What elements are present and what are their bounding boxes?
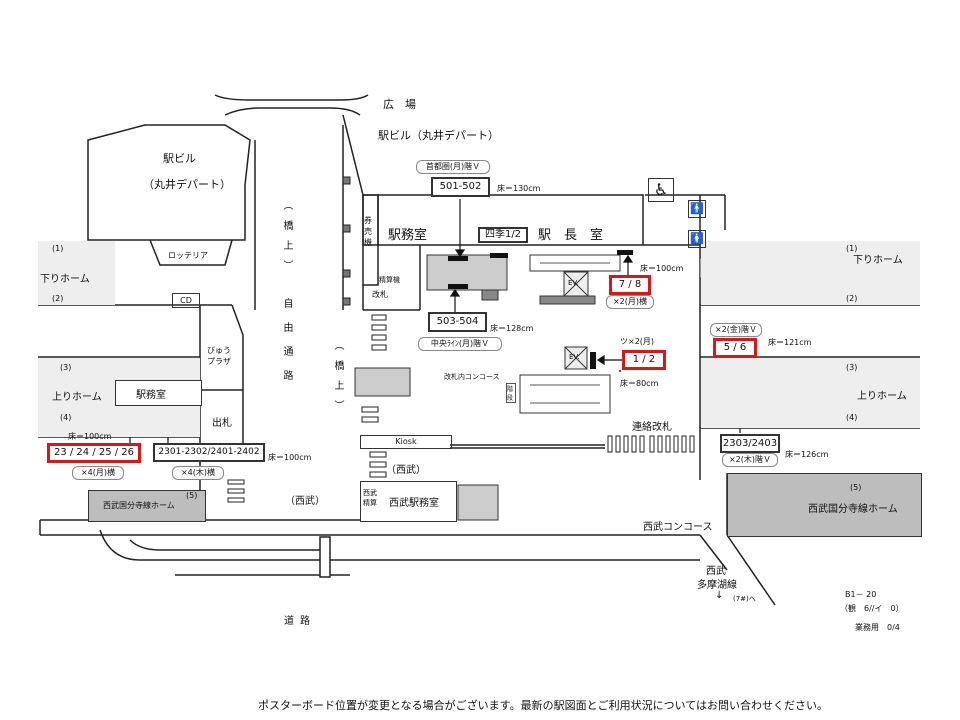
road-label: 道路 <box>284 616 316 627</box>
poster-board-2303[interactable]: 2303/2403 <box>720 434 780 453</box>
track-number: (2) <box>52 294 64 303</box>
track-number: (2) <box>846 294 858 303</box>
station-office-label: 駅務室 <box>136 390 166 401</box>
seibu-concourse-label: 西武コンコース <box>643 522 713 533</box>
floor-height: 床＝80cm <box>620 379 659 388</box>
track-number: (1) <box>846 244 858 253</box>
board-note: ツ×2(月) <box>620 337 655 346</box>
toilet-icon: 🚺 <box>688 230 706 248</box>
floor-height: 床＝130cm <box>497 184 541 193</box>
station-office-left: 駅務室 <box>115 380 202 406</box>
board-note: ×4(月)横 <box>72 466 124 480</box>
platform-name: 下りホーム <box>40 274 90 285</box>
station-office-label: 駅務室 <box>388 228 428 243</box>
view-plaza-label: びゅうプラザ <box>207 346 231 366</box>
building-label: 駅ビル（丸井デパート） <box>378 129 499 142</box>
board-note: 首都圏(月)階Ｖ <box>416 160 490 174</box>
platform-name: 上りホーム <box>857 391 907 402</box>
board-note: ×2(木)階Ｖ <box>722 453 778 467</box>
board-note: ×4(木)横 <box>172 466 224 480</box>
elevator-label: EV. <box>568 279 579 287</box>
track-number: (3) <box>60 363 72 372</box>
track-number: (3) <box>846 363 858 372</box>
track-number: (1) <box>52 244 64 253</box>
free-passage-label: 自由通路 <box>281 298 292 394</box>
poster-board-501[interactable]: 501-502 <box>431 177 490 197</box>
left-building-name: 駅ビル <box>163 152 196 165</box>
shop-lotteria: ロッテリア <box>168 251 208 260</box>
track-number: (5) <box>186 491 198 500</box>
station-master-label: 駅 長 室 <box>538 228 604 243</box>
poster-board-1-2[interactable]: 1 / 2 <box>622 350 666 370</box>
floor-height: 床＝126cm <box>785 450 829 459</box>
concourse-label: 改札内コンコース <box>444 373 500 381</box>
floor-height: 床＝100cm <box>640 264 684 273</box>
seibu-office: 西武精算 西武駅務室 <box>360 481 457 522</box>
board-note: ×2(月)横 <box>606 295 654 309</box>
platform-seibu-right <box>727 473 922 537</box>
floor-height: 床＝100cm <box>268 453 312 462</box>
poster-board-23-26[interactable]: 23 / 24 / 25 / 26 <box>47 443 141 463</box>
board-note: 中央ﾗｲﾝ(月)階Ｖ <box>418 337 502 351</box>
bridge-label: （橋上） <box>332 340 343 420</box>
platform-left-down <box>38 241 115 305</box>
platform-right-down <box>701 241 920 305</box>
map-code: 業務用 0/4 <box>855 623 900 632</box>
track-number: (4) <box>846 413 858 422</box>
seibu-office-label: 西武駅務室 <box>389 498 439 509</box>
seibu-fare-label: 西武精算 <box>363 489 377 507</box>
transfer-gate-label: 連絡改札 <box>632 422 672 433</box>
gate-label: 改札 <box>372 290 388 299</box>
ticket-office-label: 出札 <box>212 418 232 429</box>
platform-name: 西武国分寺線ホーム <box>103 501 175 510</box>
map-code: B1－ 20 <box>845 590 877 599</box>
seibu-label: （西武） <box>386 465 426 476</box>
platform-name: 上りホーム <box>52 392 102 403</box>
plaza-label: 広 場 <box>383 98 416 111</box>
floor-height: 床＝128cm <box>490 324 534 333</box>
poster-board-2301[interactable]: 2301-2302/2401-2402 <box>153 443 265 462</box>
seibu-line-label: 西武 <box>706 566 726 577</box>
map-code: （観 6//イ 0） <box>840 604 904 613</box>
kiosk-label: Kiosk <box>395 437 417 446</box>
cd-atm: CD <box>172 293 200 308</box>
stairs-sign: 階段 <box>506 383 516 403</box>
track-number: (4) <box>60 413 72 422</box>
platform-name: 西武国分寺線ホーム <box>808 504 898 515</box>
elevator-label: EV. <box>569 353 580 361</box>
down-arrow-icon: ↓ <box>715 590 724 601</box>
board-note: ×2(金)階Ｖ <box>710 323 762 337</box>
left-building-sub: （丸井デパート） <box>143 178 231 191</box>
seibu-label: （西武） <box>285 496 325 507</box>
track-number: (5) <box>850 483 862 492</box>
wheelchair-icon: ♿ <box>648 178 674 202</box>
kiosk: Kiosk <box>360 435 452 449</box>
poster-board-7-8[interactable]: 7 / 8 <box>609 275 651 295</box>
poster-board-503[interactable]: 503-504 <box>428 312 487 332</box>
bridge-label: （橋上） <box>281 200 292 280</box>
seibu-line-dest: (7#)へ <box>733 595 756 603</box>
poster-board-shiki[interactable]: 四季1/2 <box>478 227 528 243</box>
platform-seibu-left <box>88 490 206 522</box>
platform-name: 下りホーム <box>853 255 903 266</box>
notice-text: ポスターボード位置が変更となる場合がございます。最新の駅図面とご利用状況について… <box>258 699 829 712</box>
floor-height: 床＝100cm <box>68 432 112 441</box>
ticket-machine-label: 券売機 <box>364 216 372 247</box>
toilet-icon: 🚹 <box>688 200 706 218</box>
poster-board-5-6[interactable]: 5 / 6 <box>713 338 757 358</box>
platform-right-up <box>701 358 920 428</box>
seibu-line-label: 多摩湖線 <box>697 580 737 591</box>
floor-height: 床＝121cm <box>768 338 812 347</box>
fare-adjust-label: 精算機 <box>379 276 400 284</box>
